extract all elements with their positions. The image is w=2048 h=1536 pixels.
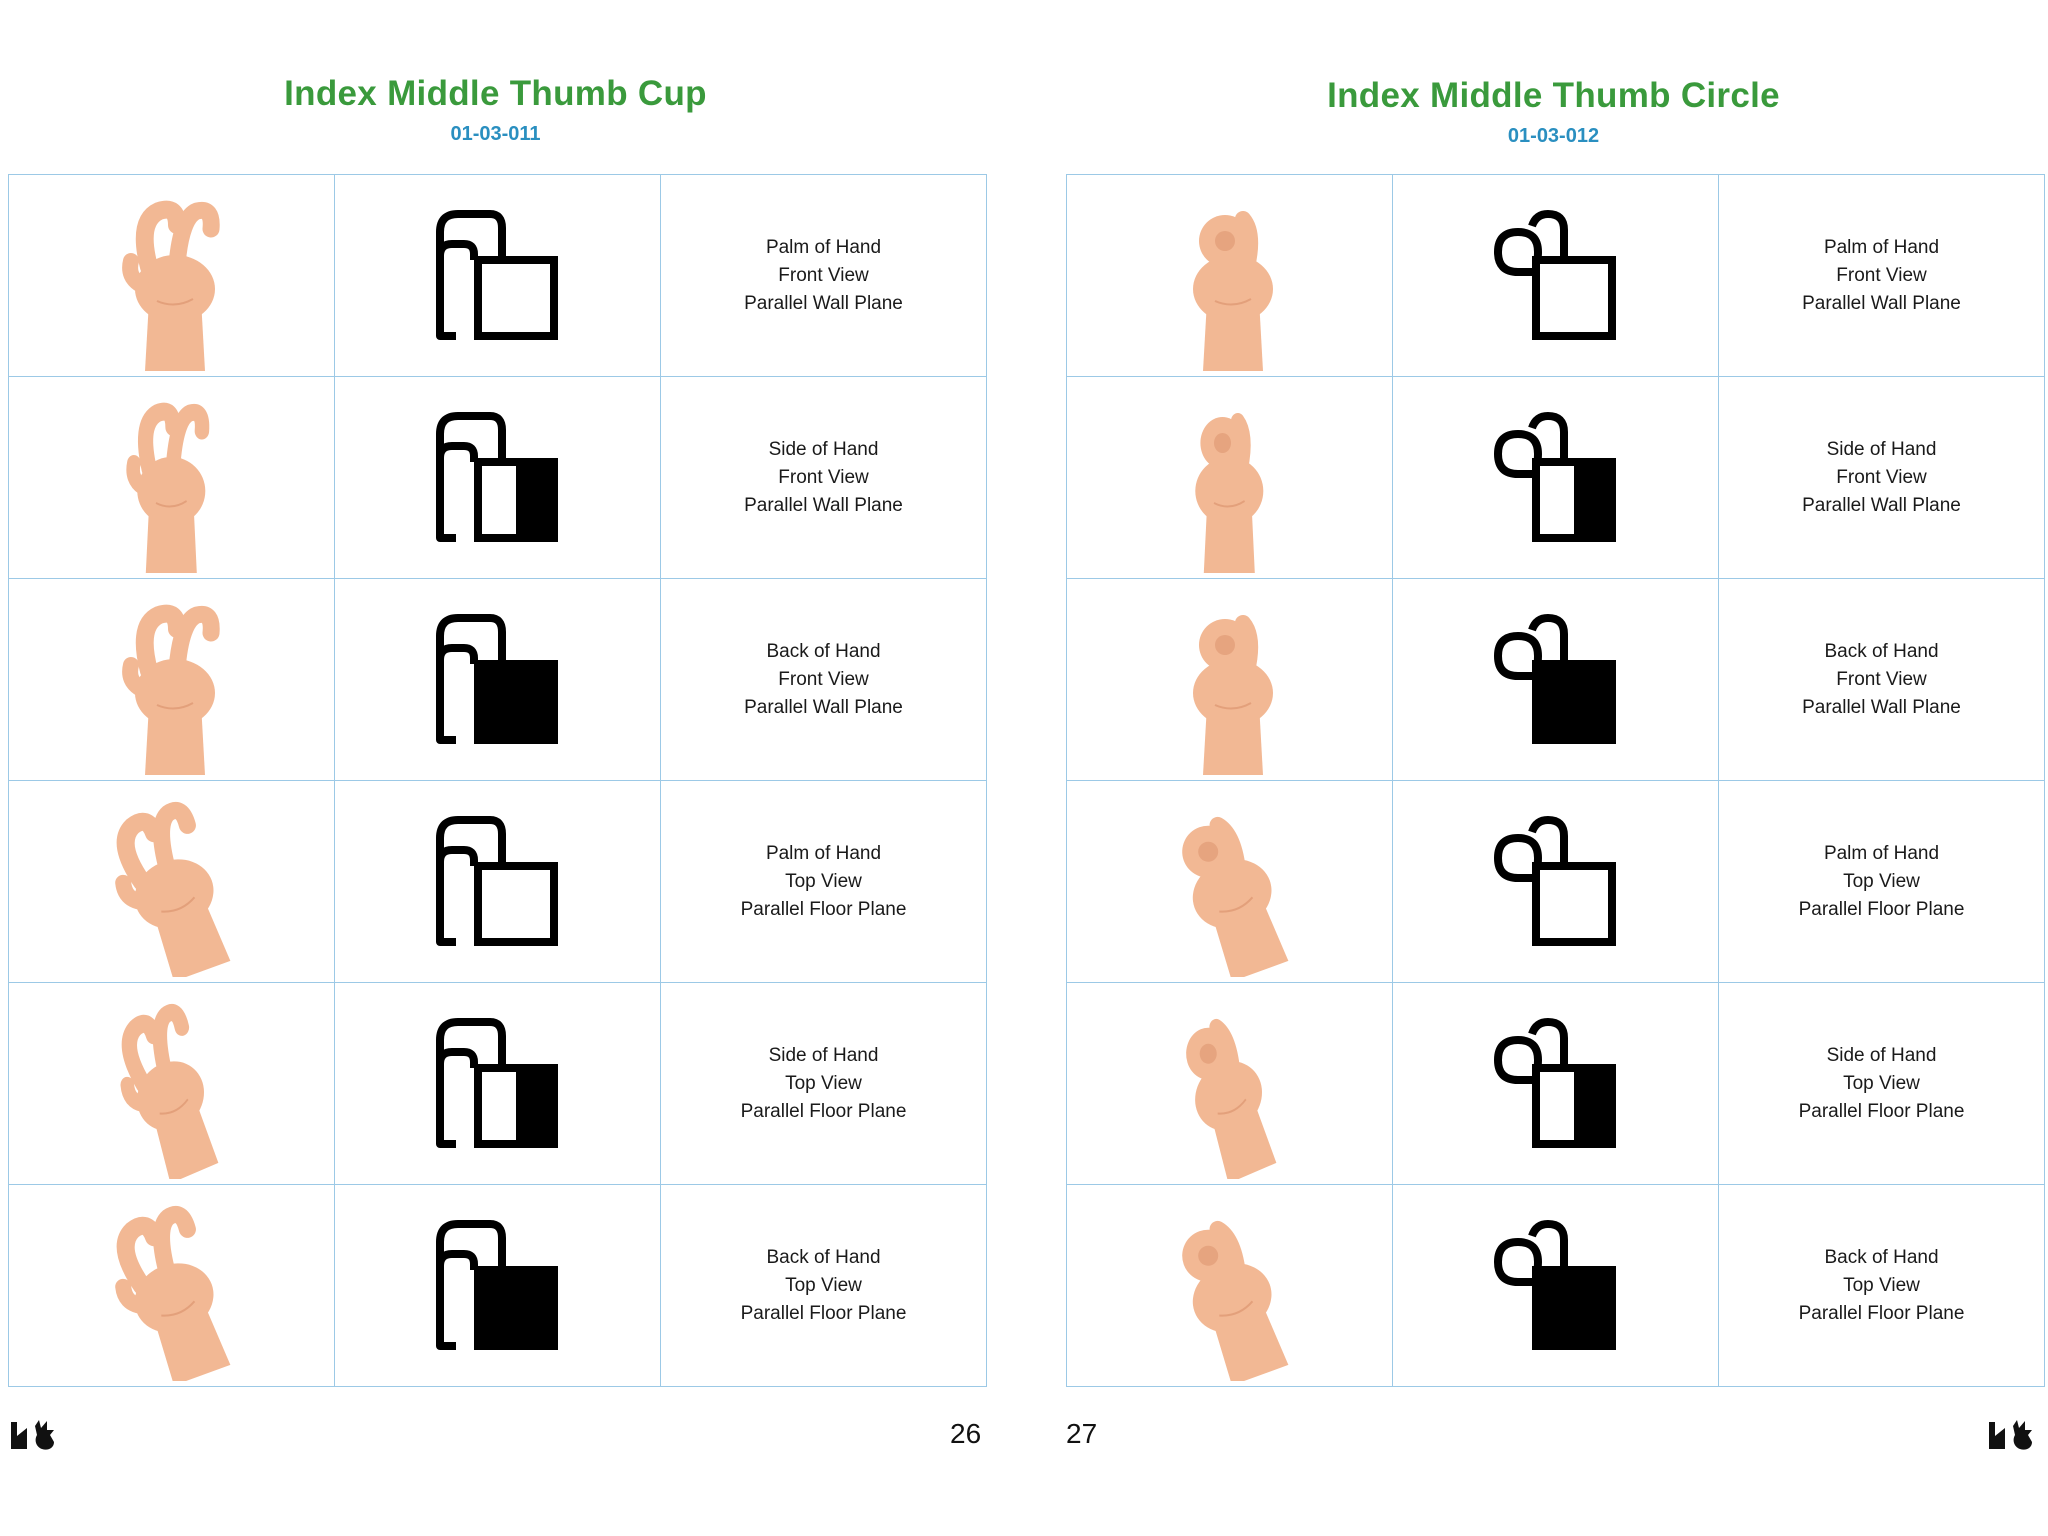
page-title: Index Middle Thumb Circle — [1327, 76, 1780, 115]
hand-photo-cell — [8, 174, 335, 377]
glyph-cell — [334, 780, 661, 983]
glyph-cell — [1392, 174, 1719, 377]
hand-photo-icon — [121, 604, 220, 775]
handshape-glyph-icon — [1493, 613, 1616, 744]
glyph-cell — [334, 376, 661, 579]
hand-photo-cell — [8, 578, 335, 781]
handshape-glyph-icon — [1493, 1017, 1616, 1148]
hand-photo-cell — [8, 376, 335, 579]
glyph-cell — [334, 982, 661, 1185]
glyph-cell — [1392, 982, 1719, 1185]
hand-photo-icon — [121, 200, 220, 371]
hand-photo-cell — [1066, 1184, 1393, 1387]
hand-photo-cell — [8, 982, 335, 1185]
hand-photo-cell — [1066, 578, 1393, 781]
handshape-glyph-icon — [435, 815, 558, 946]
handshape-glyph-icon — [435, 613, 558, 744]
hand-photo-icon — [114, 801, 230, 977]
hand-photo-icon — [1192, 210, 1273, 371]
page-code: 01-03-012 — [1507, 125, 1600, 147]
hand-photo-cell — [8, 1184, 335, 1387]
hand-photo-icon — [114, 1205, 230, 1381]
glyph-cell — [1392, 1184, 1719, 1387]
page-left: Index Middle Thumb Cup 01-03-011 Palm of… — [8, 0, 988, 1536]
hand-photo-icon — [1181, 1220, 1288, 1381]
page-number: 27 — [1066, 1418, 1098, 1449]
hand-photo-icon — [125, 402, 209, 573]
handshape-glyph-icon — [435, 1219, 558, 1350]
glyph-cell — [334, 1184, 661, 1387]
glyph-cell — [334, 578, 661, 781]
handshape-glyph-icon — [1493, 411, 1616, 542]
hand-photo-cell — [1066, 982, 1393, 1185]
page-header: Index Middle Thumb Circle 01-03-012 — [1066, 74, 2041, 148]
handshape-glyph-icon — [1493, 1219, 1616, 1350]
glyph-cell — [1392, 780, 1719, 983]
glyph-cell — [334, 174, 661, 377]
page-right: Index Middle Thumb Circle 01-03-012 Palm… — [1066, 0, 2046, 1536]
handshape-glyph-icon — [435, 209, 558, 340]
page-title: Index Middle Thumb Cup — [284, 74, 707, 113]
page-code: 01-03-011 — [450, 123, 541, 145]
handshape-glyph-icon — [435, 411, 558, 542]
hand-photo-icon — [1181, 816, 1288, 977]
handshape-glyph-icon — [1493, 815, 1616, 946]
page-number: 26 — [950, 1418, 982, 1449]
hand-photo-cell — [1066, 174, 1393, 377]
hand-photo-icon — [1192, 614, 1273, 775]
hand-photo-cell — [1066, 376, 1393, 579]
hand-photo-cell — [1066, 780, 1393, 983]
sign-logo-icon — [8, 1418, 58, 1457]
hand-photo-cell — [8, 780, 335, 983]
glyph-cell — [1392, 376, 1719, 579]
handshape-glyph-icon — [1493, 209, 1616, 340]
sign-logo-icon — [1986, 1418, 2036, 1457]
hand-photo-icon — [1185, 1018, 1276, 1179]
glyph-cell — [1392, 578, 1719, 781]
hand-photo-icon — [119, 1003, 218, 1179]
page-header: Index Middle Thumb Cup 01-03-011 — [8, 72, 983, 146]
hand-photo-icon — [1194, 412, 1263, 573]
handshape-glyph-icon — [435, 1017, 558, 1148]
